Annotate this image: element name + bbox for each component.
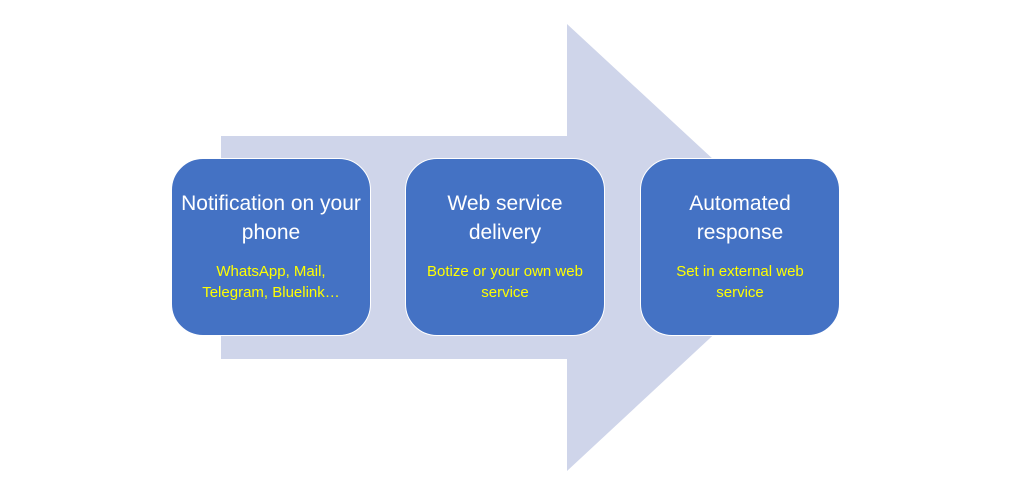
step-box-automated-response: Automated response Set in external web s… xyxy=(640,158,840,336)
step-title: Web service delivery xyxy=(447,192,563,244)
step-description: Set in external web service xyxy=(676,263,804,301)
step-box-notification: Notification on your phone WhatsApp, Mai… xyxy=(171,158,371,336)
step-title: Notification on your phone xyxy=(181,192,361,244)
step-description: Botize or your own web service xyxy=(427,263,583,301)
step-title: Automated response xyxy=(689,192,791,244)
step-box-web-service: Web service delivery Botize or your own … xyxy=(405,158,605,336)
step-description: WhatsApp, Mail, Telegram, Bluelink… xyxy=(202,263,340,301)
